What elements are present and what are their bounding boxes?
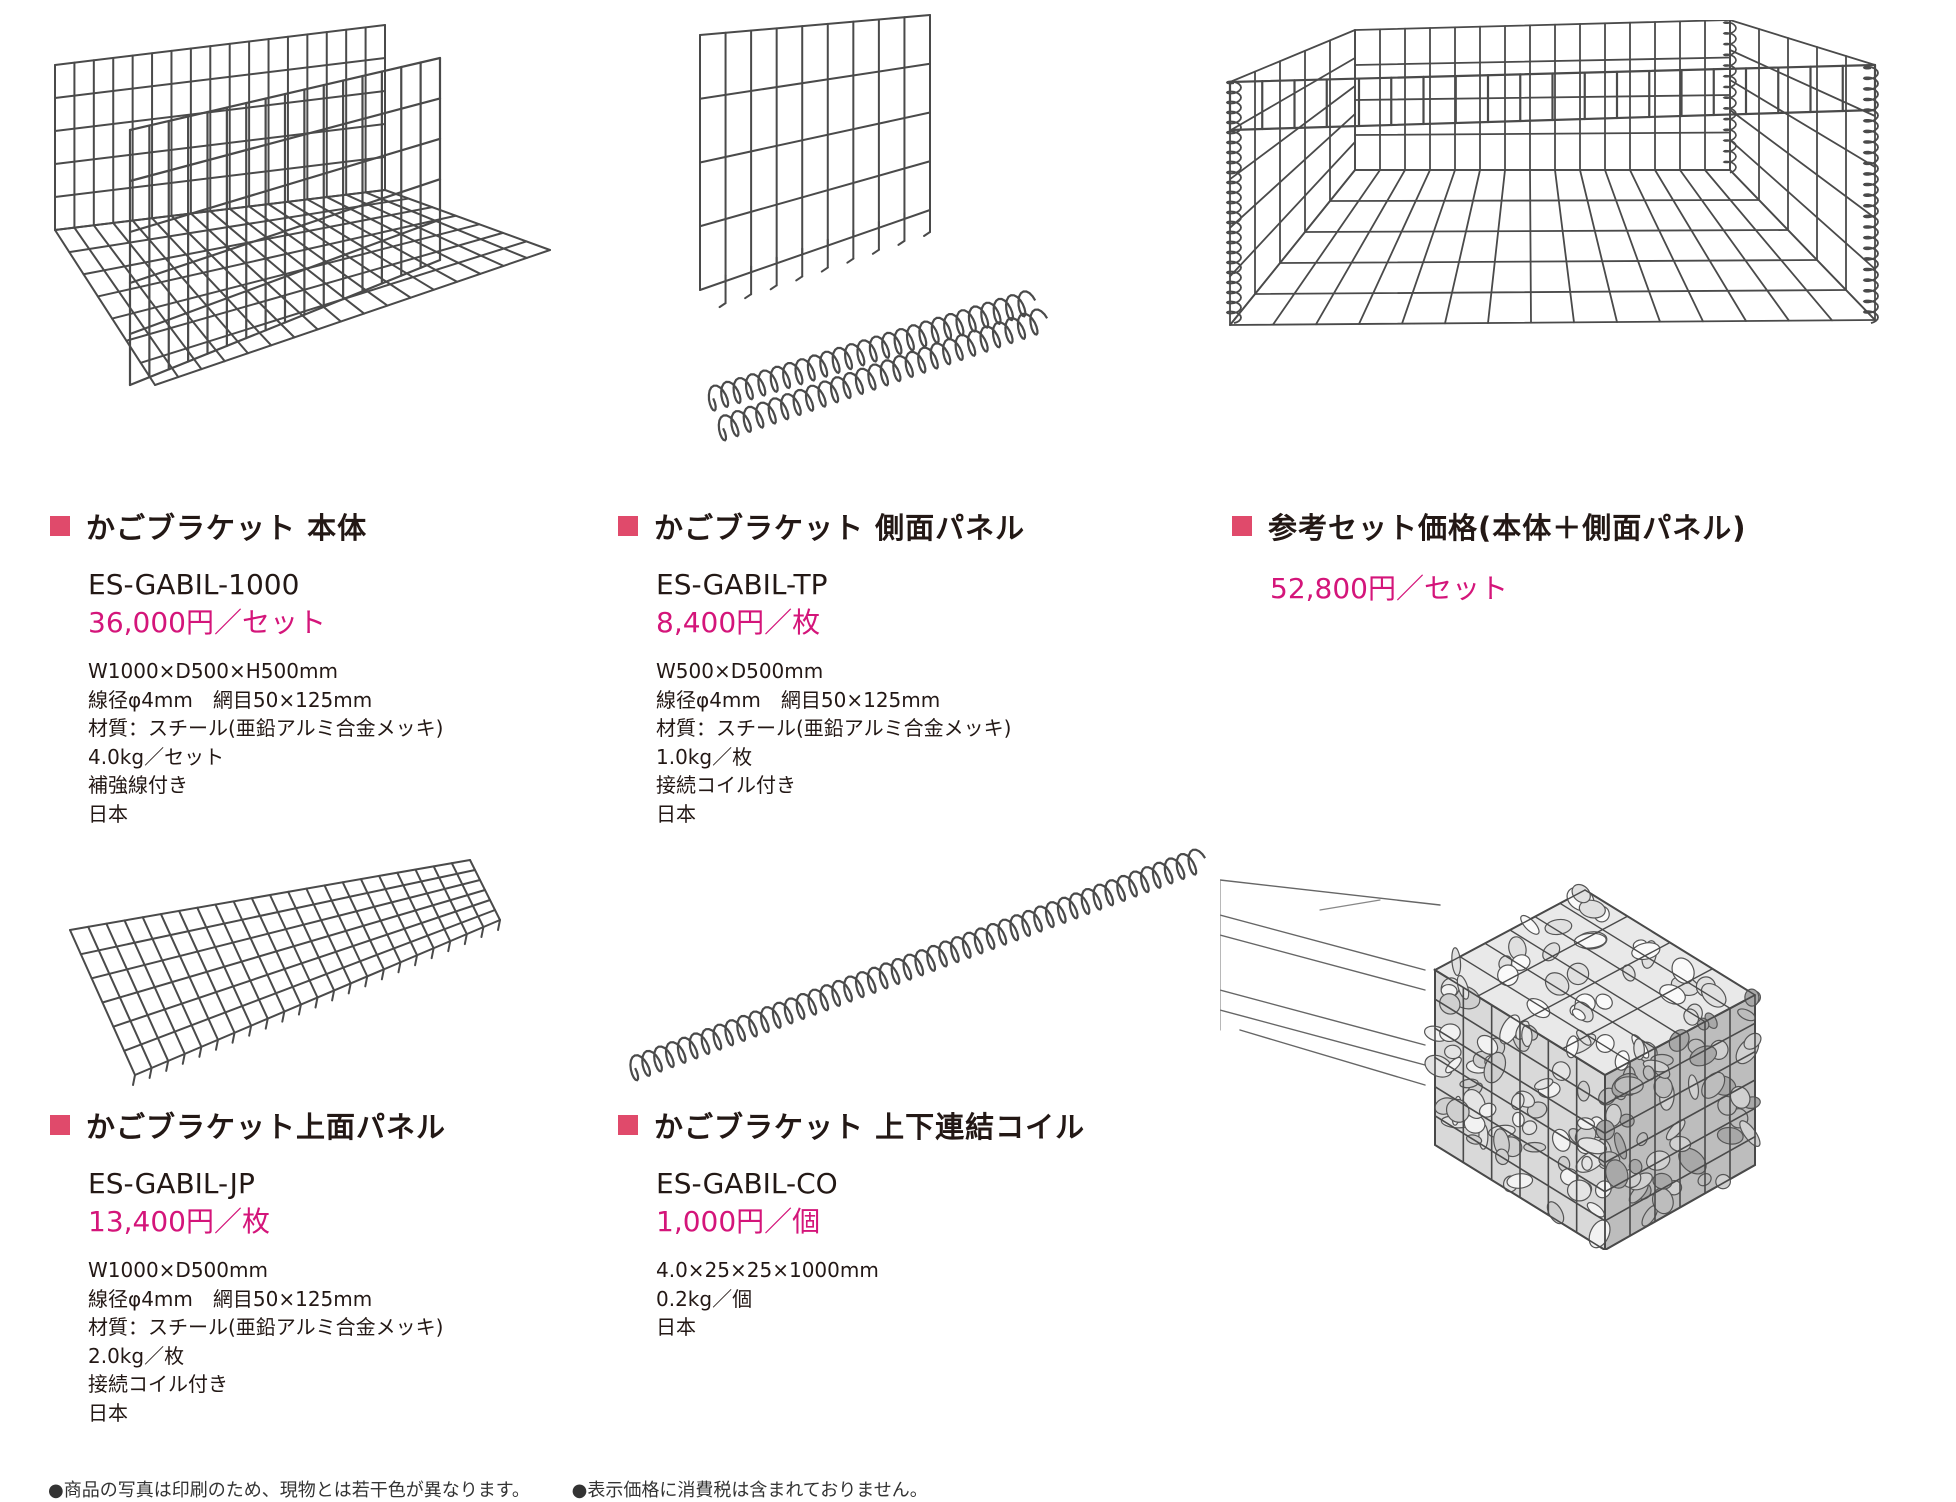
product-price: 52,800円／セット bbox=[1270, 572, 1508, 605]
footer-notes: ●商品の写真は印刷のため、現物とは若干色が異なります。 ●表示価格に消費税は含ま… bbox=[48, 1476, 964, 1502]
product-price: 36,000円／セット bbox=[88, 606, 326, 639]
square-bullet-icon bbox=[50, 516, 70, 536]
product-title: かごブラケット上面パネル bbox=[50, 1104, 446, 1146]
spec-line: 2.0kg／枚 bbox=[88, 1343, 185, 1368]
product-title-text: かごブラケット 上下連結コイル bbox=[654, 1110, 1086, 1144]
spec-line: 接続コイル付き bbox=[88, 1372, 228, 1397]
spec-line: 接続コイル付き bbox=[656, 773, 796, 798]
product-bracket-body: かごブラケット 本体 ES-GABIL-1000 36,000円／セット W10… bbox=[50, 505, 443, 829]
footer-note-print-color: ●商品の写真は印刷のため、現物とは若干色が異なります。 bbox=[48, 1480, 530, 1501]
spec-line: 4.0×25×25×1000mm bbox=[656, 1258, 879, 1282]
product-specs: W1000×D500mm 線径φ4mm 網目50×125mm 材質：スチール(亜… bbox=[88, 1256, 446, 1428]
spec-line: 日本 bbox=[88, 1400, 128, 1425]
installed-example-image bbox=[1220, 860, 1900, 1250]
product-title: かごブラケット 側面パネル bbox=[618, 505, 1025, 547]
square-bullet-icon bbox=[1232, 516, 1252, 536]
square-bullet-icon bbox=[618, 1115, 638, 1135]
product-title-text: かごブラケット上面パネル bbox=[86, 1110, 447, 1144]
product-price: 8,400円／枚 bbox=[656, 606, 821, 639]
product-code: ES-GABIL-JP bbox=[88, 1167, 255, 1200]
product-specs: W500×D500mm 線径φ4mm 網目50×125mm 材質：スチール(亜鉛… bbox=[656, 657, 1025, 829]
spec-line: 0.2kg／個 bbox=[656, 1286, 753, 1311]
product-price: 1,000円／個 bbox=[656, 1205, 821, 1238]
spec-line: 線径φ4mm 網目50×125mm bbox=[88, 687, 373, 712]
product-specs: 4.0×25×25×1000mm 0.2kg／個 日本 bbox=[656, 1256, 1085, 1342]
product-price: 13,400円／枚 bbox=[88, 1205, 270, 1238]
product-specs: W1000×D500×H500mm 線径φ4mm 網目50×125mm 材質：ス… bbox=[88, 657, 443, 829]
product-top-panel: かごブラケット上面パネル ES-GABIL-JP 13,400円／枚 W1000… bbox=[50, 1104, 446, 1428]
product-connecting-coil: かごブラケット 上下連結コイル ES-GABIL-CO 1,000円／個 4.0… bbox=[618, 1104, 1085, 1342]
square-bullet-icon bbox=[50, 1115, 70, 1135]
product-title: かごブラケット 上下連結コイル bbox=[618, 1104, 1085, 1146]
product-code: ES-GABIL-CO bbox=[656, 1167, 838, 1200]
spec-line: 材質：スチール(亜鉛アルミ合金メッキ) bbox=[88, 1315, 444, 1340]
square-bullet-icon bbox=[618, 516, 638, 536]
product-title-text: 参考セット価格(本体＋側面パネル) bbox=[1268, 511, 1747, 545]
top-panel-image bbox=[60, 840, 550, 1100]
side-panel-image bbox=[690, 10, 1070, 470]
spec-line: W1000×D500mm bbox=[88, 1258, 268, 1282]
coil-image bbox=[615, 840, 1225, 1100]
spec-line: 日本 bbox=[656, 1315, 696, 1340]
spec-line: 線径φ4mm 網目50×125mm bbox=[88, 1286, 373, 1311]
product-title: かごブラケット 本体 bbox=[50, 505, 443, 547]
product-title-text: かごブラケット 本体 bbox=[86, 511, 368, 545]
product-title-text: かごブラケット 側面パネル bbox=[654, 511, 1026, 545]
spec-line: W1000×D500×H500mm bbox=[88, 659, 338, 683]
spec-line: 補強線付き bbox=[88, 773, 188, 798]
footer-note-tax: ●表示価格に消費税は含まれておりません。 bbox=[571, 1480, 928, 1501]
spec-line: 4.0kg／セット bbox=[88, 744, 225, 769]
product-code: ES-GABIL-TP bbox=[656, 568, 828, 601]
spec-line: 日本 bbox=[88, 801, 128, 826]
spec-line: 材質：スチール(亜鉛アルミ合金メッキ) bbox=[88, 716, 444, 741]
spec-line: 線径φ4mm 網目50×125mm bbox=[656, 687, 941, 712]
bracket-body-image bbox=[40, 20, 560, 490]
spec-line: 材質：スチール(亜鉛アルミ合金メッキ) bbox=[656, 716, 1012, 741]
assembled-set-image bbox=[1220, 20, 1900, 420]
product-code: ES-GABIL-1000 bbox=[88, 568, 300, 601]
spec-line: W500×D500mm bbox=[656, 659, 824, 683]
spec-line: 日本 bbox=[656, 801, 696, 826]
product-title: 参考セット価格(本体＋側面パネル) bbox=[1232, 505, 1747, 547]
product-side-panel: かごブラケット 側面パネル ES-GABIL-TP 8,400円／枚 W500×… bbox=[618, 505, 1025, 829]
product-reference-set: 参考セット価格(本体＋側面パネル) 52,800円／セット bbox=[1232, 505, 1747, 609]
spec-line: 1.0kg／枚 bbox=[656, 744, 753, 769]
